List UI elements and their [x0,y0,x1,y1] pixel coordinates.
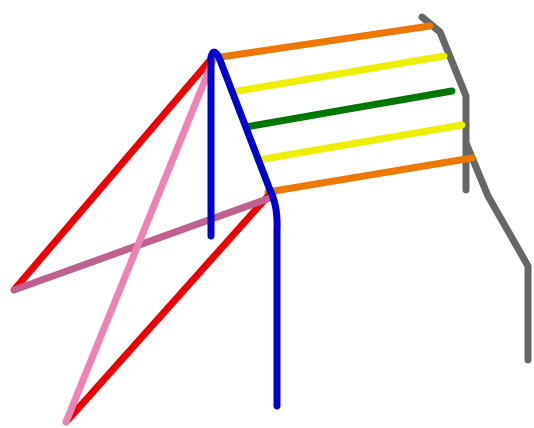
green-rung [242,87,456,131]
red-strut-lower [62,192,272,426]
blue-main-frame [207,48,281,410]
gray-back-frame [418,13,532,364]
orange-rung-bottom [264,154,476,196]
yellow-rung-upper [228,52,448,96]
red-strut-upper [10,54,216,294]
pink-strut [62,54,218,426]
yellow-rung-lower [254,121,466,164]
orange-rung-top [210,22,434,62]
